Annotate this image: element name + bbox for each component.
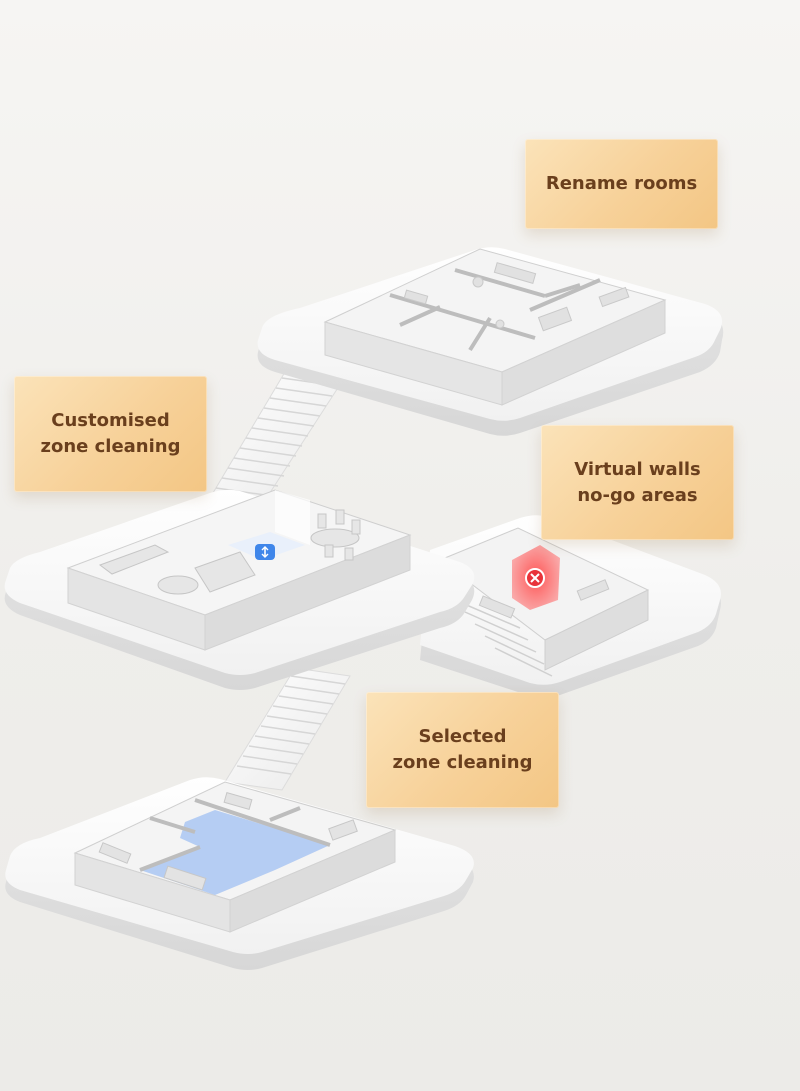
selected-zone-cleaning-text: Selected zone cleaning xyxy=(392,726,533,773)
rename-rooms-text: Rename rooms xyxy=(545,173,698,194)
platform-mid-right xyxy=(420,515,721,698)
stair-lower xyxy=(224,667,351,791)
platform-mid-left xyxy=(4,489,475,690)
customised-zone-cleaning-label: Customised zone cleaning xyxy=(14,376,207,492)
zone-resize-icon xyxy=(255,544,275,560)
selected-zone-cleaning-label: Selected zone cleaning xyxy=(366,692,559,808)
platform-bottom xyxy=(5,777,474,970)
rename-rooms-label: Rename rooms xyxy=(525,139,718,229)
virtual-walls-text: Virtual walls no-go areas xyxy=(574,458,701,506)
customised-zone-cleaning-text: Customised zone cleaning xyxy=(40,410,181,457)
no-go-icon xyxy=(525,568,545,588)
stair-upper xyxy=(209,371,344,506)
virtual-walls-label: Virtual walls no-go areas xyxy=(541,425,734,540)
platform-top xyxy=(257,247,724,436)
